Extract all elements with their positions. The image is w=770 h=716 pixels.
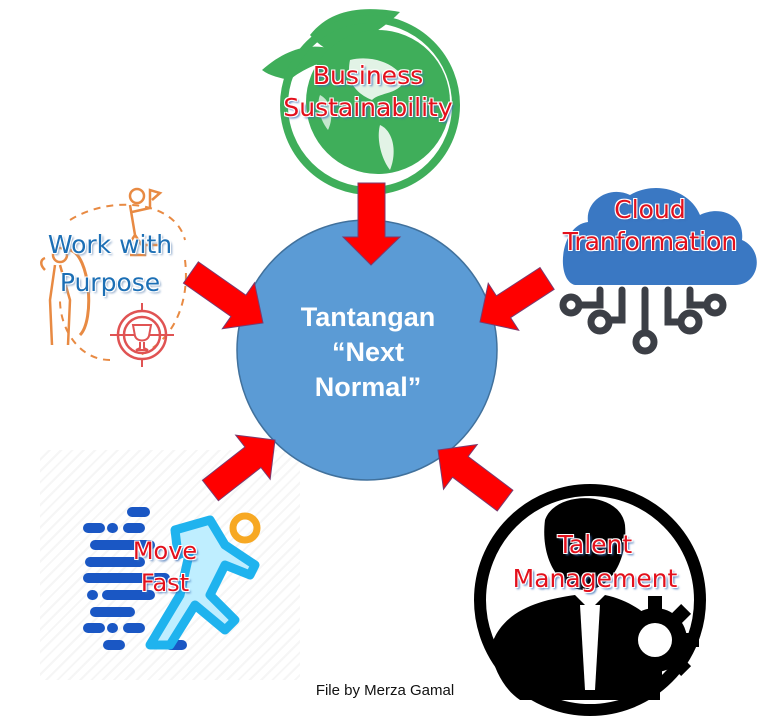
center-title: Tantangan “Next Normal”: [237, 300, 499, 405]
node-label-line-1: Work with: [47, 230, 173, 259]
footer-credit: File by Merza Gamal: [315, 682, 455, 699]
node-label-line-2: Fast: [140, 569, 190, 597]
center-line-1: Tantangan: [300, 302, 436, 332]
arrows: [182, 182, 555, 512]
node-label-line-2: Sustainability: [283, 93, 453, 122]
arrow-top-left: [182, 261, 264, 330]
node-business-sustainability: Business Sustainability: [258, 60, 478, 124]
node-talent-management: Talent Management: [490, 528, 700, 596]
node-label-line-2: Management: [512, 564, 678, 593]
node-cloud-transformation: Cloud Tranformation: [540, 194, 760, 258]
center-line-2: “Next: [331, 337, 405, 367]
climber-target-trophy-icon: [40, 187, 187, 367]
globe-leaf-icon: [262, 9, 460, 195]
cloud-circuit-icon: [559, 187, 757, 355]
node-label-line-1: Cloud: [614, 195, 686, 224]
running-person-icon: [83, 507, 261, 650]
node-move-fast: Move Fast: [105, 535, 225, 599]
arrow-top-right: [479, 266, 555, 331]
node-label-line-1: Business: [312, 61, 424, 90]
arrow-top: [341, 182, 402, 266]
center-line-3: Normal”: [314, 372, 422, 402]
businessman-gear-icon: [474, 484, 706, 716]
node-label-line-1: Move: [132, 537, 198, 565]
node-label-line-2: Purpose: [59, 268, 161, 297]
node-work-with-purpose: Work with Purpose: [20, 226, 200, 302]
arrow-bottom-right: [437, 443, 514, 512]
node-label-line-1: Talent: [557, 530, 633, 559]
arrow-bottom-left: [201, 434, 276, 502]
node-label-line-2: Tranformation: [562, 227, 738, 256]
